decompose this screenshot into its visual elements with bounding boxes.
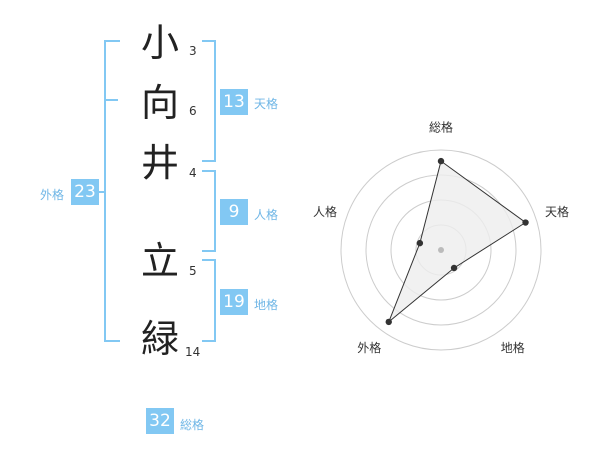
tenkaku-value: 13 xyxy=(220,89,248,115)
gaikaku-bracket-tick xyxy=(104,99,118,101)
radar-axis-label-1: 総格 xyxy=(429,120,453,135)
chikaku-label: 地格 xyxy=(254,298,279,312)
name-char-3: 井 xyxy=(140,141,179,185)
gaikaku-label: 外格 xyxy=(40,188,65,202)
chikaku-value: 19 xyxy=(220,289,248,315)
radar-point-5 xyxy=(416,239,424,247)
name-char-1: 小 xyxy=(140,21,179,65)
gaikaku-connector xyxy=(98,191,106,193)
radar-axis-label-5: 人格 xyxy=(313,204,337,219)
stroke-count-3: 4 xyxy=(189,166,197,180)
name-char-2: 向 xyxy=(140,81,179,125)
radar-axis-label-3: 地格 xyxy=(501,340,525,355)
radar-point-2 xyxy=(522,219,529,226)
radar-series-area xyxy=(388,160,527,323)
radar-point-1 xyxy=(437,157,445,165)
gaikaku-value: 23 xyxy=(71,179,99,205)
radar-point-4 xyxy=(385,318,392,326)
chikaku-bracket xyxy=(202,259,216,342)
radar-center-dot xyxy=(438,247,444,253)
radar-axis-label-2: 天格 xyxy=(545,204,569,219)
radar-axis-label-4: 外格 xyxy=(357,340,381,355)
jinkaku-label: 人格 xyxy=(254,208,279,222)
soukaku-value: 32 xyxy=(146,408,174,434)
radar-point-3 xyxy=(450,264,458,272)
stroke-count-1: 3 xyxy=(189,44,197,58)
tenkaku-bracket xyxy=(202,40,216,162)
tenkaku-label: 天格 xyxy=(254,97,279,111)
jinkaku-value: 9 xyxy=(220,199,248,225)
stroke-count-4: 5 xyxy=(189,264,197,278)
stroke-count-5: 14 xyxy=(185,345,201,359)
jinkaku-bracket xyxy=(202,170,216,252)
name-char-5: 緑 xyxy=(140,317,179,361)
radar-grid-ring xyxy=(340,149,542,351)
stroke-count-2: 6 xyxy=(189,104,197,118)
soukaku-label: 総格 xyxy=(180,418,205,432)
name-char-4: 立 xyxy=(140,239,179,283)
